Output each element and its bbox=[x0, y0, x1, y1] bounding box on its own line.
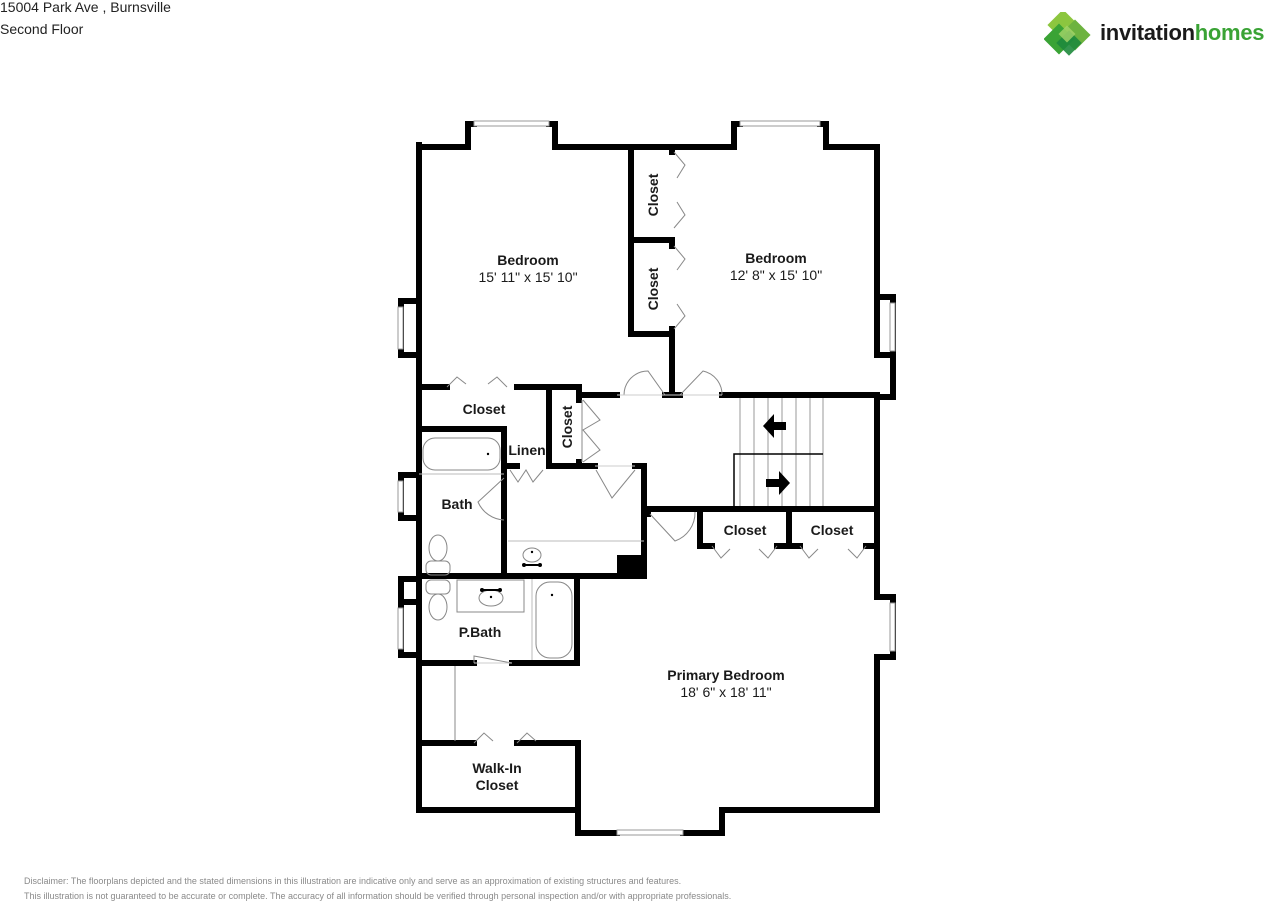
logo-word-homes: homes bbox=[1194, 20, 1265, 45]
room-dims-bedroom-2: 12' 8" x 15' 10" bbox=[730, 267, 822, 283]
property-address: 15004 Park Ave , Burnsville bbox=[0, 0, 171, 15]
room-label-closet: Closet bbox=[559, 405, 575, 448]
disclaimer-line-2: This illustration is not guaranteed to b… bbox=[24, 891, 732, 901]
room-dims-bedroom-1: 15' 11" x 15' 10" bbox=[478, 269, 577, 285]
disclaimer-line-1: Disclaimer: The floorplans depicted and … bbox=[24, 876, 682, 886]
room-label-bedroom-1: Bedroom bbox=[497, 252, 558, 268]
room-label-linen: Linen bbox=[508, 442, 545, 458]
room-label-closet: Closet bbox=[463, 401, 506, 417]
room-label-primary-bedroom: Primary Bedroom bbox=[667, 667, 784, 683]
room-label-bath: Bath bbox=[441, 496, 472, 512]
room-label-closet: Closet bbox=[645, 173, 661, 216]
logo-diamond-icon bbox=[1043, 9, 1091, 56]
room-label-closet: Closet bbox=[645, 267, 661, 310]
room-dims-primary-bedroom: 18' 6" x 18' 11" bbox=[680, 684, 771, 700]
room-label-walk-in-closet-2: Closet bbox=[476, 777, 519, 793]
room-label-bedroom-2: Bedroom bbox=[745, 250, 806, 266]
room-label-walk-in-closet: Walk-In bbox=[472, 760, 521, 776]
floor-label: Second Floor bbox=[0, 21, 84, 37]
invitation-homes-logo: invitationhomes bbox=[1043, 9, 1280, 60]
room-label-p-bath: P.Bath bbox=[459, 624, 502, 640]
room-label-closet: Closet bbox=[724, 522, 767, 538]
logo-wordmark: invitationhomes bbox=[1100, 20, 1265, 46]
room-label-closet: Closet bbox=[811, 522, 854, 538]
logo-word-invitation: invitation bbox=[1100, 20, 1195, 45]
